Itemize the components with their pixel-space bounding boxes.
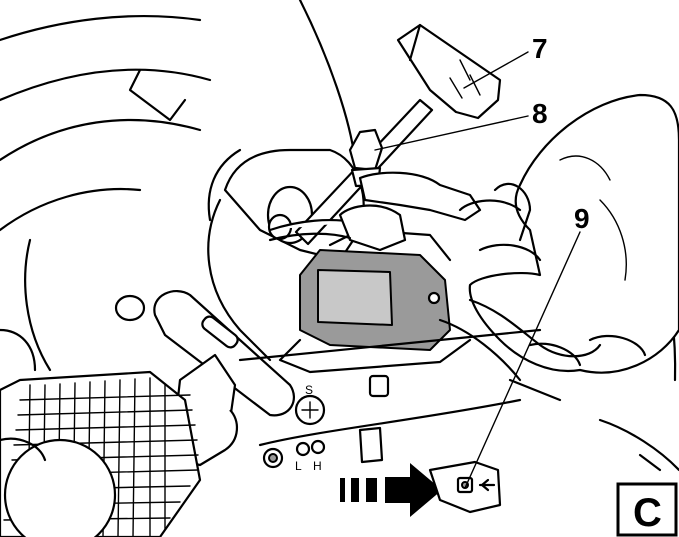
panel-label: C (633, 491, 662, 535)
leader-9 (464, 231, 581, 489)
leader-8 (374, 115, 529, 151)
callout-7: 7 (532, 33, 548, 64)
callout-8: 8 (532, 98, 548, 129)
callout-9: 9 (574, 203, 590, 234)
leader-7 (463, 51, 529, 89)
marking-s: S (305, 383, 313, 397)
l-screw (295, 441, 311, 457)
direction-arrow (340, 463, 442, 517)
tachometer-clip (268, 128, 482, 252)
gloved-hand (458, 93, 679, 374)
marking-l: L (295, 459, 302, 473)
leader-lines (374, 51, 581, 489)
control-panel (238, 318, 562, 469)
air-filter-grille (0, 370, 202, 537)
h-screw (310, 439, 326, 455)
panel-label-box: C (616, 482, 678, 537)
marking-h: H (313, 459, 322, 473)
engine-cover (0, 0, 679, 472)
